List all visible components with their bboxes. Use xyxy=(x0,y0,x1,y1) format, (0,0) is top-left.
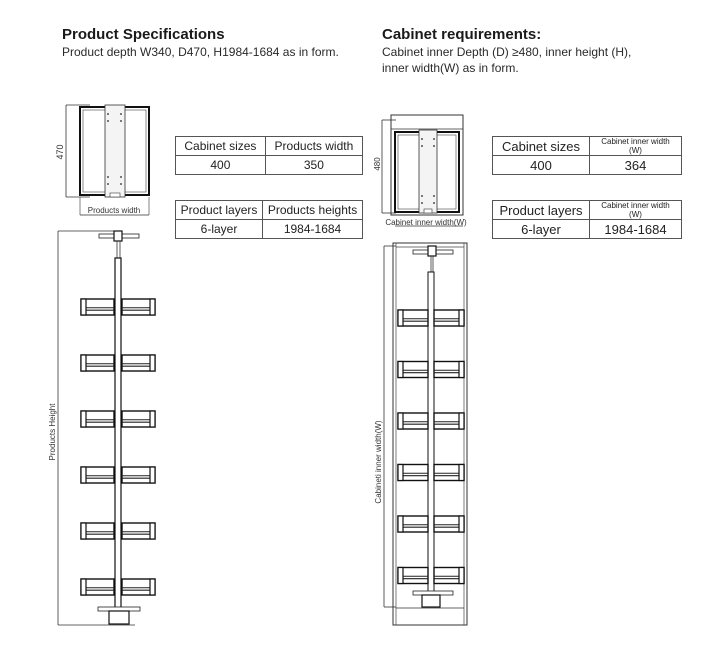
basket-layer xyxy=(80,354,156,372)
cabinet-sizes-table: Cabinet sizes Cabinet inner width (W) 40… xyxy=(492,136,682,175)
basket-right xyxy=(433,463,465,482)
basket-left xyxy=(80,354,115,372)
basket-left xyxy=(397,360,429,379)
basket-left xyxy=(397,463,429,482)
basket-left xyxy=(397,412,429,430)
basket-left xyxy=(80,578,115,596)
cabinet-layers-table: Product layers Cabinet inner width (W) 6… xyxy=(492,200,682,239)
table-row: 400 364 xyxy=(492,155,682,175)
basket-right xyxy=(433,566,465,585)
cabinet-requirements-description-line1: Cabinet inner Depth (D) ≥480, inner heig… xyxy=(382,45,632,59)
basket-layer xyxy=(397,360,465,379)
basket-right xyxy=(121,354,156,372)
table-row: 6-layer 1984-1684 xyxy=(492,219,682,239)
table-cell: 6-layer xyxy=(174,219,264,239)
basket-layer xyxy=(80,522,156,540)
basket-layer xyxy=(397,463,465,482)
basket-right xyxy=(121,522,156,540)
cabinet-requirements-title: Cabinet requirements: xyxy=(382,26,542,43)
basket-layer xyxy=(80,298,156,316)
basket-right xyxy=(433,309,465,327)
basket-layer xyxy=(80,578,156,596)
basket-left xyxy=(397,566,429,585)
basket-right xyxy=(121,578,156,596)
basket-layer xyxy=(397,309,465,327)
basket-right xyxy=(433,412,465,430)
table-cell: 350 xyxy=(264,155,364,175)
table-cell: 6-layer xyxy=(492,219,590,239)
table-header-cell: Product layers xyxy=(174,200,264,220)
cabinet-height-label: Cabineti inner width(W) xyxy=(374,420,383,503)
basket-left xyxy=(397,515,429,533)
basket-right xyxy=(433,360,465,379)
basket-layer xyxy=(397,566,465,585)
table-row: 6-layer 1984-1684 xyxy=(174,219,363,239)
table-cell: 1984-1684 xyxy=(589,219,682,239)
products-height-label: Products Height xyxy=(48,403,57,461)
table-header-cell: Cabinet sizes xyxy=(175,136,266,156)
basket-right xyxy=(121,466,156,484)
basket-layer xyxy=(397,515,465,533)
basket-left xyxy=(397,309,429,327)
basket-layer xyxy=(397,412,465,430)
basket-left xyxy=(80,298,115,316)
table-cell: 364 xyxy=(589,155,682,175)
product-layers-table: Product layers Products heights 6-layer … xyxy=(174,200,363,239)
table-row: 400 350 xyxy=(175,155,364,175)
product-specifications-description: Product depth W340, D470, H1984-1684 as … xyxy=(62,45,339,59)
basket-right xyxy=(433,515,465,533)
basket-left xyxy=(80,466,115,484)
table-header-row: Product layers Products heights xyxy=(174,200,363,220)
cabinet-inner-width-label: Cabinet inner width(W) xyxy=(385,218,467,227)
product-depth-label: 470 xyxy=(55,144,65,159)
basket-group xyxy=(80,298,156,596)
basket-left xyxy=(80,410,115,428)
cabinet-requirements-description-line2: inner width(W) as in form. xyxy=(382,61,519,75)
basket-layer xyxy=(80,466,156,484)
cabinet-depth-label: 480 xyxy=(373,157,382,171)
basket-group xyxy=(397,309,465,585)
basket-right xyxy=(121,410,156,428)
table-cell: 1984-1684 xyxy=(262,219,363,239)
table-header-row: Cabinet sizes Cabinet inner width (W) xyxy=(492,136,682,156)
basket-left xyxy=(80,522,115,540)
basket-right xyxy=(121,298,156,316)
basket-layer xyxy=(80,410,156,428)
product-sizes-table: Cabinet sizes Products width 400 350 xyxy=(175,136,364,175)
product-width-label: Products width xyxy=(88,206,140,215)
product-specifications-title: Product Specifications xyxy=(62,26,225,43)
table-cell: 400 xyxy=(492,155,590,175)
